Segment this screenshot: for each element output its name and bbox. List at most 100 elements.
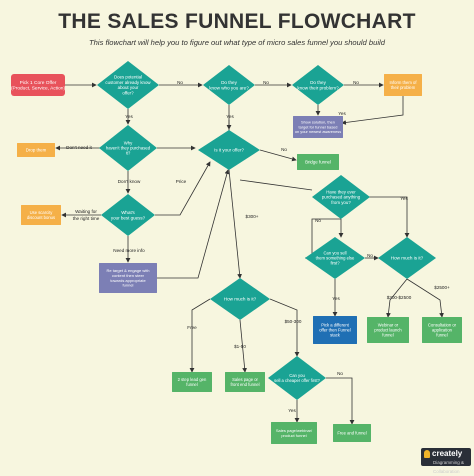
- edge-label: Yes: [288, 408, 296, 413]
- node-label-line: How much is it?: [391, 256, 424, 261]
- connector-line: [189, 298, 211, 373]
- diamond-shape: [292, 65, 344, 105]
- node-label-line: on your newest awareness: [295, 129, 341, 134]
- connector-line: [341, 96, 404, 125]
- node-label-line: content then steer: [112, 273, 145, 278]
- node-label-line: Re target & engage with: [107, 268, 150, 273]
- node-label-line: your best guess?: [111, 215, 146, 220]
- node-label-line: funnel: [186, 382, 197, 387]
- edge-label: Don't need it: [66, 145, 92, 150]
- edge-label: No: [367, 253, 373, 258]
- lightbulb-icon: [424, 450, 430, 459]
- node-label-line: Bridge funnel: [305, 160, 331, 165]
- node-label-line: Use scarcity: [30, 210, 54, 215]
- diamond-shape: [99, 125, 157, 171]
- node-label-line: Webinar or: [378, 322, 399, 327]
- decision-offer-right: Is it your offer?: [198, 130, 260, 170]
- node-label-line: their problem: [391, 85, 416, 90]
- edge-label: No: [281, 147, 287, 152]
- edge-label: Need more info: [113, 248, 145, 253]
- diamond-shape: [305, 237, 365, 279]
- diamond-shape: [312, 175, 370, 219]
- node-label-line: Do they: [310, 80, 327, 85]
- box-shape: [313, 316, 357, 344]
- edge-label: Yes: [226, 114, 234, 119]
- node-label-line: discount bonus: [27, 215, 55, 220]
- edge-label: No: [353, 80, 359, 85]
- logo-brand: creately: [432, 449, 463, 458]
- connector-line: [228, 169, 242, 279]
- edge-label: Waiting for: [75, 209, 97, 214]
- node-label-line: Inform them of: [390, 80, 418, 85]
- node-label-line: funnel: [382, 333, 393, 338]
- node-label-line: Can you: [289, 373, 305, 378]
- node-label-line: stack: [330, 333, 341, 338]
- connector-line: [386, 278, 408, 318]
- connector-line: [155, 161, 211, 216]
- edge-label: Yes: [125, 114, 133, 119]
- box-shape: [367, 317, 409, 343]
- edge-label: Price: [176, 179, 187, 184]
- node-label-line: Is it your offer?: [214, 148, 244, 153]
- node-label-line: product funnel: [281, 433, 306, 438]
- edge-label: No: [177, 80, 183, 85]
- logo-tagline: Diagramming & Collaboration: [433, 460, 465, 474]
- node-label-line: towards appropriate: [110, 278, 146, 283]
- nodes-layer: Pick 1 Core Offer(Product, Service, Acti…: [11, 61, 462, 444]
- box-shape: [21, 205, 61, 225]
- diamond-shape: [210, 278, 270, 320]
- node-label-line: from you?: [331, 200, 351, 205]
- node-label-line: purchased anything: [322, 195, 361, 200]
- node-label-line: funnel: [123, 283, 134, 288]
- node-label-line: first?: [330, 261, 340, 266]
- connector-line: [239, 319, 248, 373]
- node-label-line: offer then Funnel: [319, 327, 351, 332]
- decision-how-much-main: How much is it?: [210, 278, 270, 320]
- node-label-line: it?: [126, 151, 131, 156]
- box-shape: [297, 154, 339, 170]
- node-label-line: offer?: [122, 90, 134, 95]
- node-label-line: What's: [121, 210, 135, 215]
- node-label-line: sell a cheaper offer first?: [274, 378, 320, 383]
- box-shape: [99, 263, 157, 293]
- node-label-line: customer already know: [105, 80, 151, 85]
- node-label-line: Consultation or: [428, 322, 457, 327]
- connector-line: [269, 298, 300, 357]
- diamond-shape: [378, 237, 436, 279]
- connector-line: [406, 278, 444, 318]
- node-label-line: Do they: [221, 80, 238, 85]
- node-label-line: Pick a different: [321, 322, 349, 327]
- node-label-line: Can you sell: [323, 250, 346, 255]
- edge-label: Yes: [332, 296, 340, 301]
- edge-label: Free: [187, 325, 197, 330]
- node-label-line: 2 step lead gen: [178, 377, 207, 382]
- diamond-shape: [198, 130, 260, 170]
- node-label-line: front end funnel: [230, 382, 259, 387]
- node-label-line: Does potential: [114, 75, 142, 80]
- edge-label: $300+: [246, 214, 259, 219]
- edge-label: the right time: [73, 216, 100, 221]
- connector-line: [326, 377, 355, 425]
- box-shape: [17, 143, 55, 157]
- edge-label: No: [337, 371, 343, 376]
- box-shape: [11, 74, 65, 96]
- edge-label: Don't know: [118, 179, 141, 184]
- box-shape: [225, 372, 265, 392]
- node-label-line: Drop them: [26, 148, 47, 153]
- edge-label: No: [263, 80, 269, 85]
- node-label-line: know who you are?: [209, 85, 249, 90]
- node-label-line: Sales page or: [232, 377, 258, 382]
